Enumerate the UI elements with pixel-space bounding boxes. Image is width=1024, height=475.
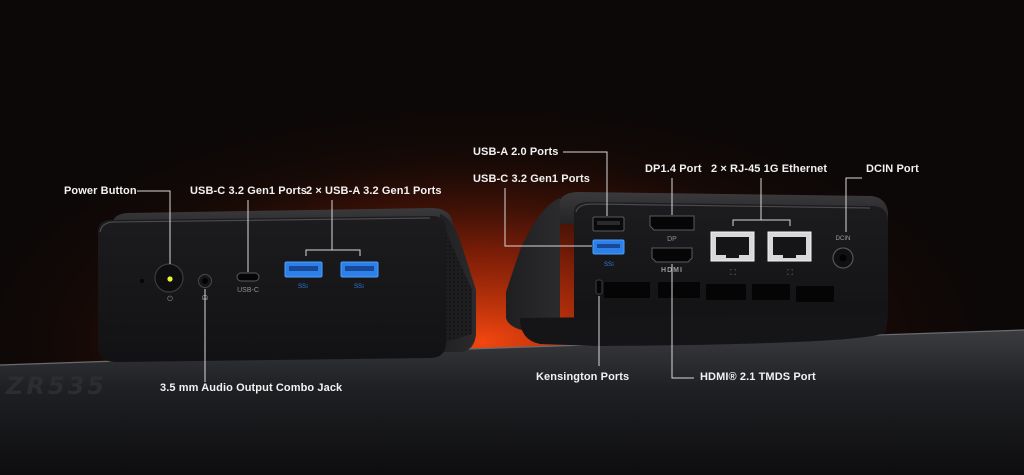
mini-pc-front: ⏻ ☊ USB-C SS⭭ SS⭭ xyxy=(98,208,476,362)
label-hdmi: HDMI® 2.1 TMDS Port xyxy=(700,371,816,383)
label-usba20: USB-A 2.0 Ports xyxy=(473,146,559,158)
label-dcin: DCIN Port xyxy=(866,163,919,175)
table-surface xyxy=(0,330,1024,475)
vent xyxy=(706,284,746,300)
leader-lines xyxy=(137,151,862,382)
label-audio-jack: 3.5 mm Audio Output Combo Jack xyxy=(160,382,343,394)
label-dp: DP1.4 Port xyxy=(645,163,702,175)
displayport[interactable] xyxy=(649,215,695,231)
label-rj45: 2 × RJ-45 1G Ethernet xyxy=(711,163,828,175)
reset-pinhole xyxy=(140,279,144,283)
network-icon: ⛶ xyxy=(729,268,736,277)
network-icon: ⛶ xyxy=(786,268,793,277)
vent xyxy=(604,282,650,298)
vent xyxy=(658,282,700,298)
label-kensington: Kensington Ports xyxy=(536,371,630,383)
usb-c-port-front[interactable] xyxy=(236,272,260,282)
power-icon: ⏻ xyxy=(167,295,173,303)
dp-marking: DP xyxy=(667,236,677,243)
usb3-icon: SS⭭ xyxy=(298,283,308,290)
label-usbc-front: USB-C 3.2 Gen1 Ports xyxy=(190,185,307,197)
hdmi-port[interactable] xyxy=(651,247,693,263)
label-usba-front: 2 × USB-A 3.2 Gen1 Ports xyxy=(306,185,442,197)
label-usbc-rear: USB-C 3.2 Gen1 Ports xyxy=(473,173,590,185)
kensington-slot[interactable] xyxy=(595,279,603,295)
dcin-marking: DCIN xyxy=(836,236,851,242)
mini-pc-rear: SS⭭ DP HDMI ⛶ ⛶ DCIN xyxy=(506,192,888,346)
power-led xyxy=(167,276,173,282)
model-watermark: ZR535 xyxy=(6,372,107,400)
vent xyxy=(796,286,834,302)
usb3-icon: SS⭭ xyxy=(354,283,364,290)
usbc-marking: USB-C xyxy=(237,287,259,294)
label-power-button: Power Button xyxy=(64,185,137,197)
vent xyxy=(752,284,790,300)
usb3-icon: SS⭭ xyxy=(604,261,614,268)
audio-jack[interactable] xyxy=(202,278,208,284)
